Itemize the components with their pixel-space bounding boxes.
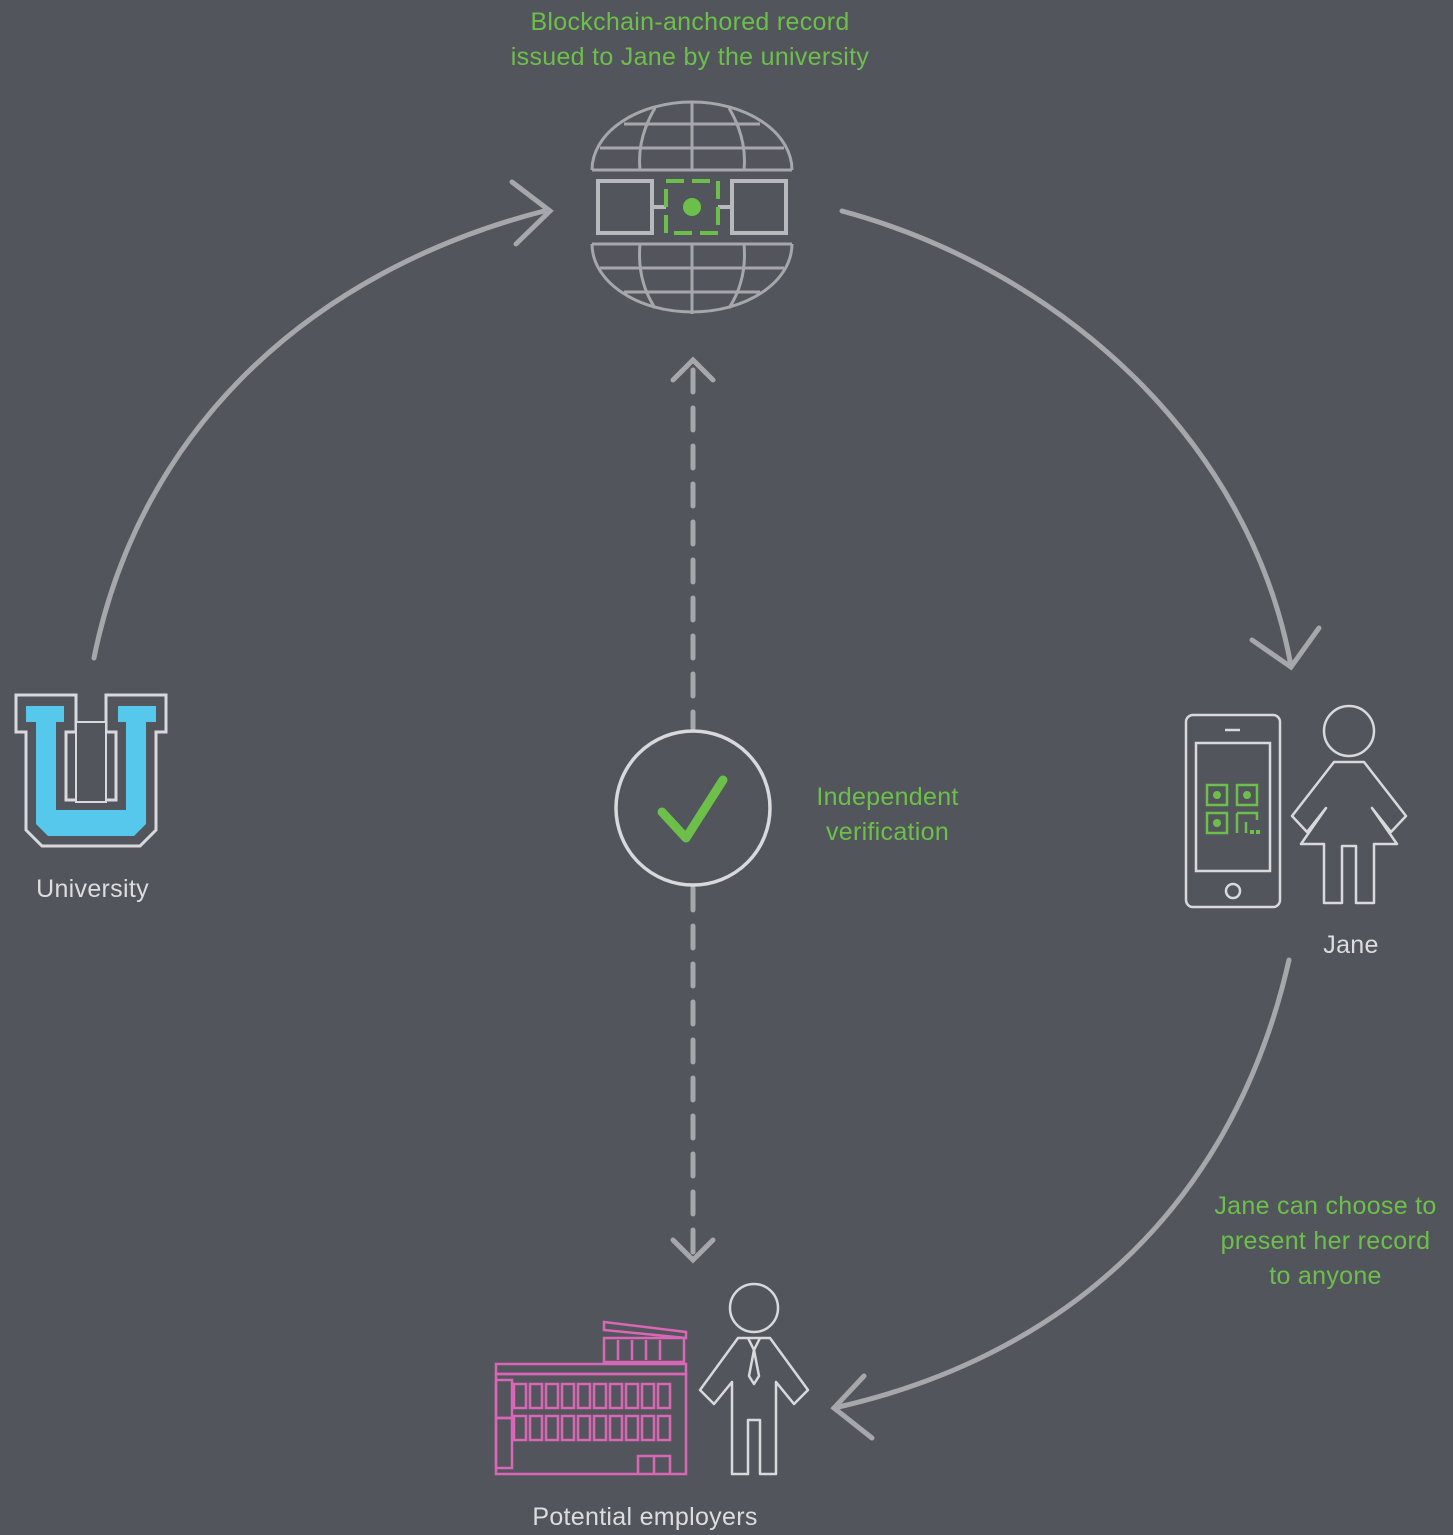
employers-label: Potential employers xyxy=(532,1503,758,1531)
verification-label-line2: verification xyxy=(825,818,950,846)
arrow-university-to-record xyxy=(91,179,554,661)
businessman-icon xyxy=(698,1282,810,1476)
phone-qr-icon xyxy=(1184,713,1282,909)
record-label-line1: Blockchain-anchored record xyxy=(530,8,850,36)
record-block-highlight xyxy=(664,179,720,235)
university-u-icon xyxy=(14,693,168,848)
present-label: Jane can choose to present her record to… xyxy=(1198,1189,1453,1294)
building-icon xyxy=(494,1320,688,1476)
dashed-verification-line xyxy=(670,356,716,1264)
verification-label: Independent verification xyxy=(790,780,985,850)
verification-label-line1: Independent xyxy=(816,783,959,811)
present-label-line1: Jane can choose to xyxy=(1214,1192,1437,1220)
checkmark-circle-icon xyxy=(614,729,772,887)
globe-blockchain-icon xyxy=(590,100,794,314)
present-label-line2: present her record xyxy=(1220,1227,1431,1255)
record-label: Blockchain-anchored record issued to Jan… xyxy=(420,5,960,75)
woman-icon xyxy=(1290,704,1408,905)
record-label-line2: issued to Jane by the university xyxy=(510,43,870,71)
present-label-line3: to anyone xyxy=(1269,1262,1382,1290)
jane-label: Jane xyxy=(1323,931,1379,959)
arrow-jane-to-employers xyxy=(830,957,1292,1441)
university-label: University xyxy=(36,875,149,903)
arrow-record-to-jane xyxy=(839,208,1322,671)
